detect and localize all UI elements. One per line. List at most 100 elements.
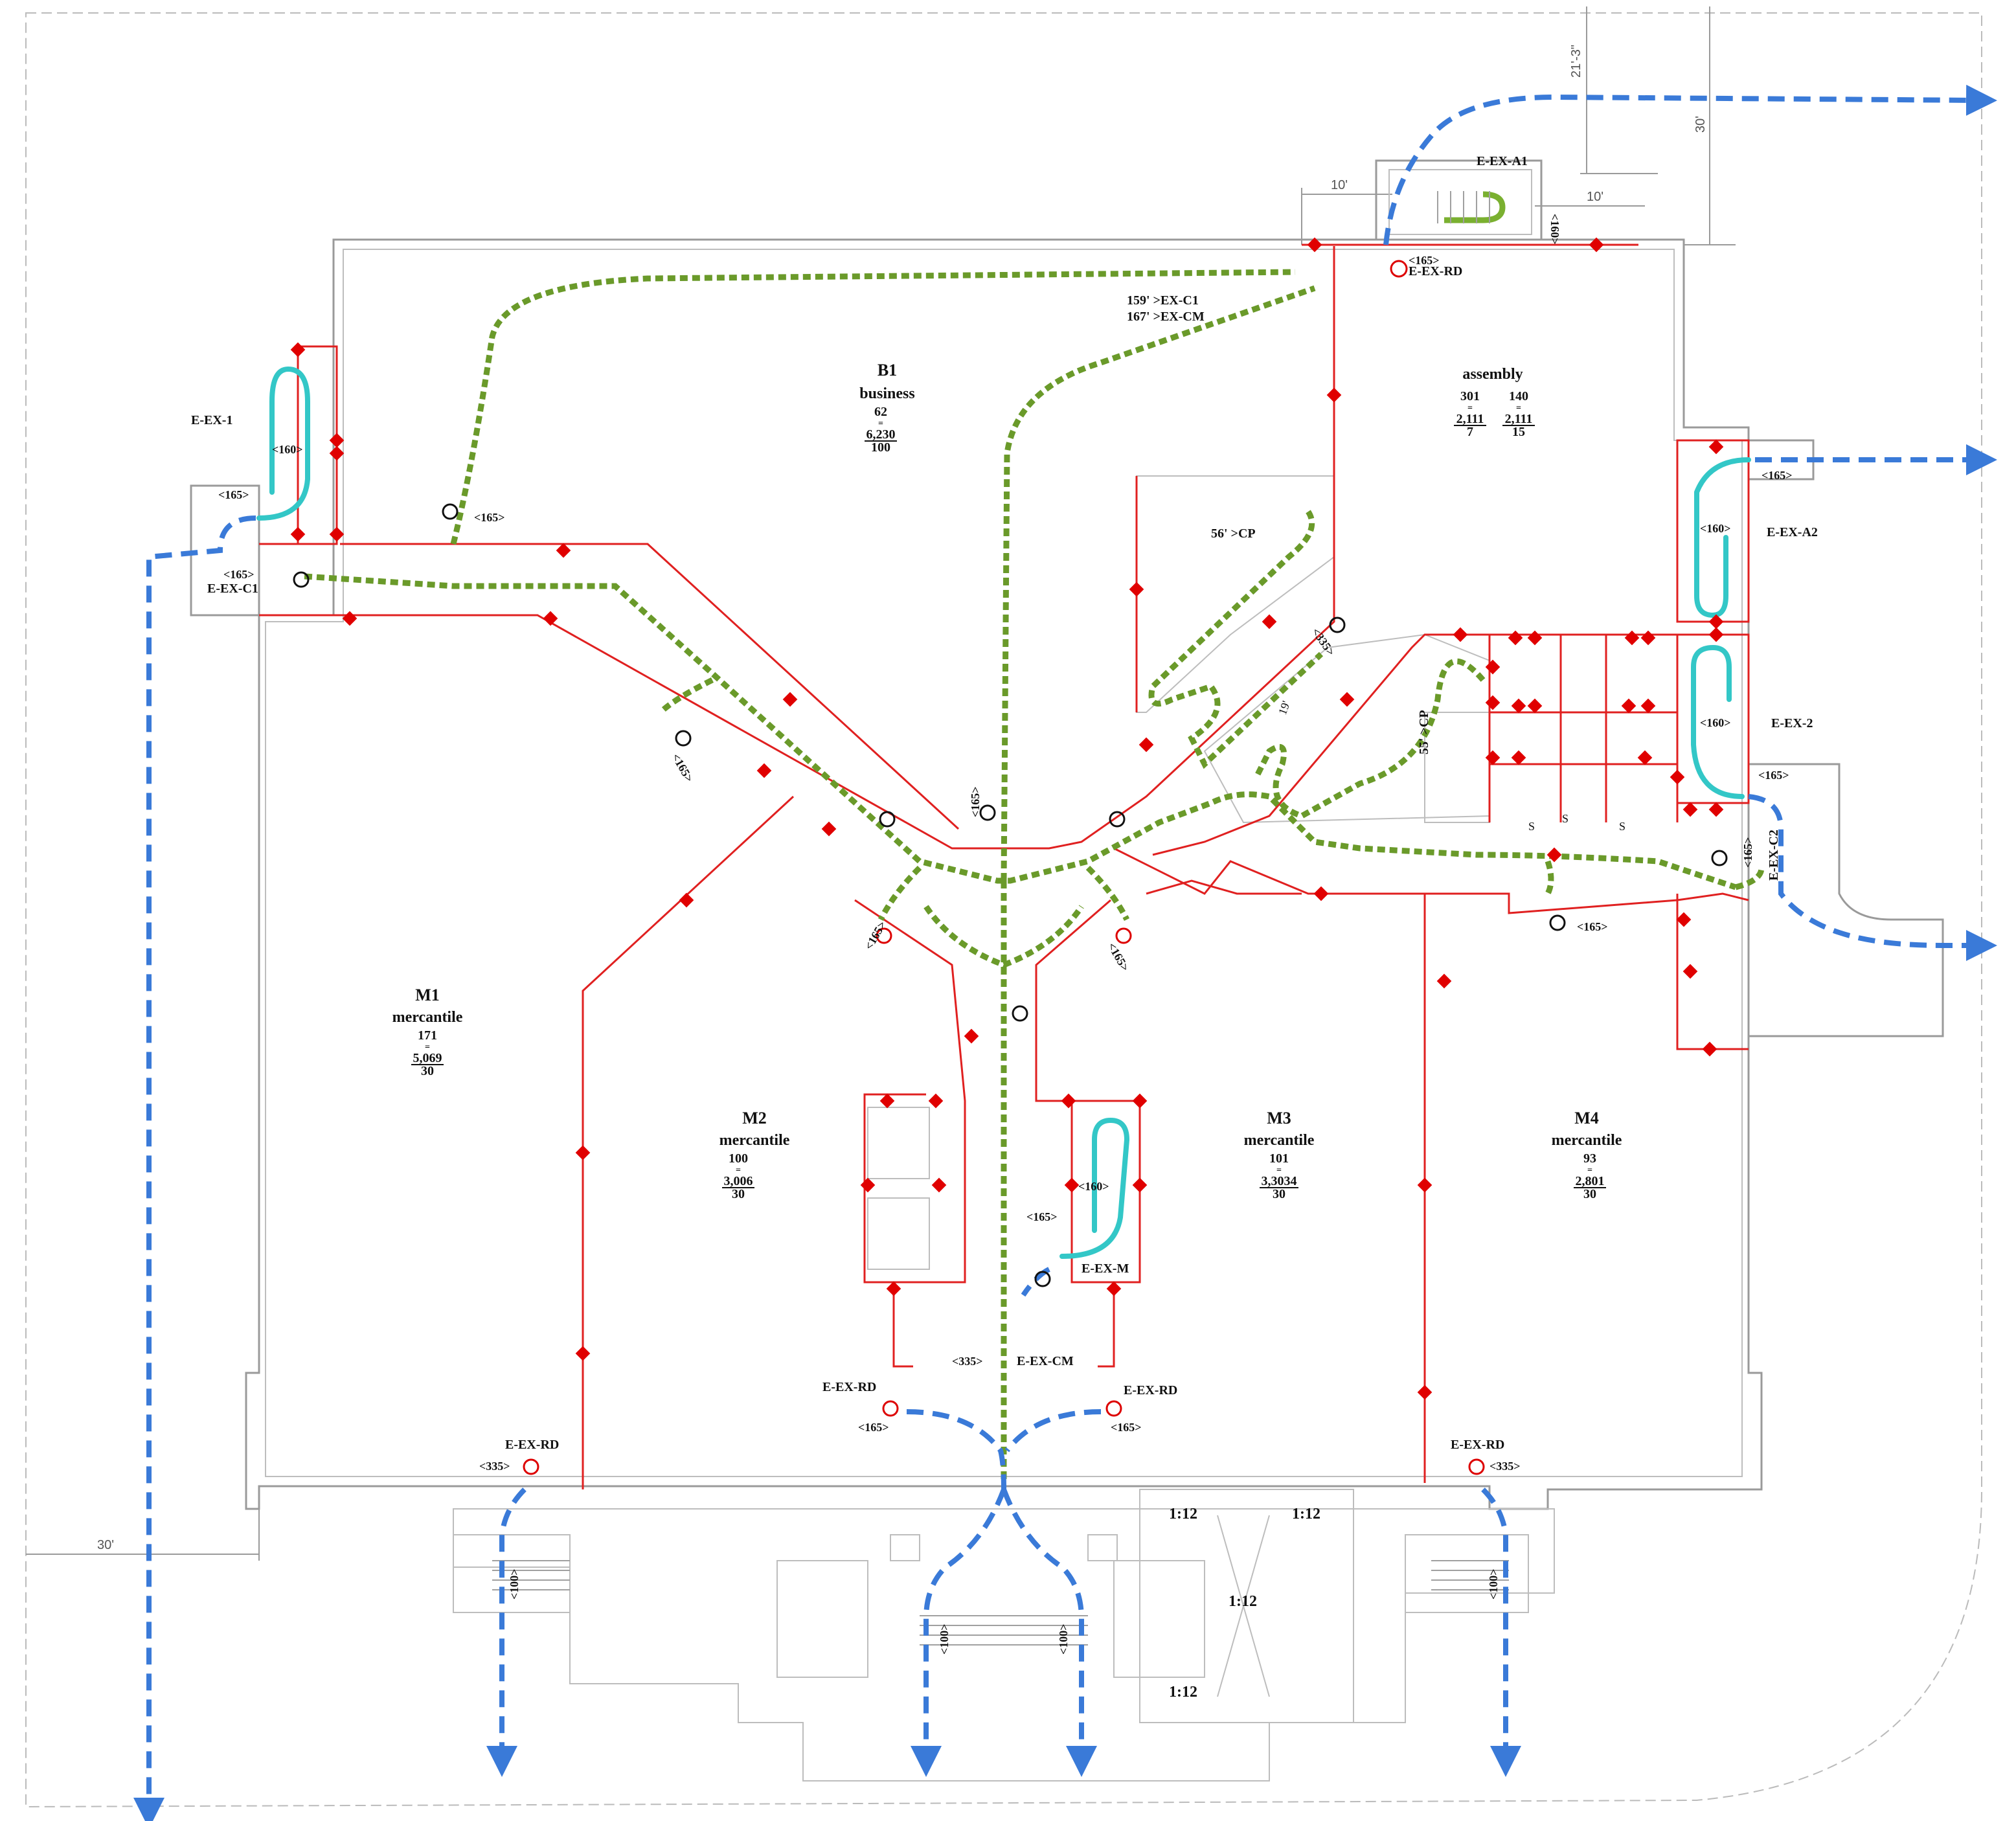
occupant-count: 101 (1269, 1151, 1289, 1166)
rated-opening-marker (1313, 886, 1329, 901)
rated-opening-marker (1708, 627, 1724, 642)
rated-opening-marker (1589, 237, 1604, 253)
restroom-marks: S S S (1528, 812, 1625, 833)
rated-opening-marker (1546, 847, 1562, 863)
load-factor-2: 15 (1512, 425, 1525, 439)
occupant-count: 93 (1583, 1151, 1596, 1166)
rated-opening-marker (964, 1028, 979, 1044)
capacity-label: <100> (1487, 1568, 1500, 1600)
equals-sign: = (878, 419, 883, 429)
load-factor: 7 (1467, 425, 1473, 439)
rated-opening-marker (575, 1346, 591, 1361)
capacity-label: <165> (1409, 254, 1440, 267)
rated-opening-marker (756, 763, 772, 778)
room-name: M2 (742, 1109, 767, 1127)
property-line (25, 12, 1982, 1808)
ramp-slope: 1:12 (1229, 1593, 1257, 1610)
room-use: mercantile (719, 1132, 790, 1149)
exit-label-exm: E-EX-M (1082, 1261, 1129, 1276)
travel-note: 19' (1276, 699, 1293, 717)
capacity-label: <165> (218, 488, 249, 501)
rated-opening-marker (1417, 1385, 1433, 1400)
rated-opening-marker (1702, 1041, 1717, 1057)
travel-note: 55' >CP (1417, 710, 1431, 754)
room-use: mercantile (392, 1009, 463, 1026)
equals-sign: = (1587, 1166, 1592, 1175)
occupant-count: 171 (418, 1028, 437, 1043)
rated-opening-marker (1682, 802, 1698, 817)
rated-opening-marker (1682, 964, 1698, 979)
rated-opening-marker (329, 433, 345, 448)
rated-opening-marker (821, 821, 837, 837)
exit-label-exa2: E-EX-A2 (1767, 525, 1818, 539)
equals-sign-2: = (1516, 403, 1521, 413)
load-factor: 30 (1273, 1187, 1285, 1201)
rated-opening-marker (1485, 695, 1501, 710)
rated-opening-marker (1132, 1093, 1148, 1109)
rated-opening-marker (1508, 630, 1523, 646)
rated-opening-marker (1339, 692, 1355, 707)
rated-opening-marker (1511, 698, 1526, 714)
rated-opening-marker (1064, 1177, 1080, 1193)
rated-opening-marker (1061, 1093, 1076, 1109)
room-m1: M1 mercantile 171 = 5,069 30 (392, 986, 463, 1078)
capacity-label: <165> (1741, 837, 1754, 868)
rated-opening-marker (290, 526, 306, 542)
equals-sign: = (1467, 403, 1473, 413)
area: 6,230 (866, 427, 896, 442)
capacity-label: <160> (272, 443, 303, 456)
restroom-mark: S (1528, 820, 1535, 833)
load-factor: 30 (421, 1064, 434, 1078)
rated-opening-marker (543, 611, 558, 626)
occupant-count: 62 (874, 405, 887, 419)
exit-label-excm: E-EX-CM (1017, 1354, 1074, 1368)
exit-label-exa1: E-EX-A1 (1477, 154, 1528, 168)
rated-opening-marker (928, 1093, 944, 1109)
rated-opening-marker (1640, 630, 1656, 646)
rated-opening-marker (1640, 698, 1656, 714)
room-use: mercantile (1552, 1132, 1622, 1149)
rated-markers (290, 237, 1724, 1400)
rated-opening-marker (1708, 439, 1724, 455)
rated-opening-marker (1708, 614, 1724, 629)
capacity-label: <100> (938, 1623, 951, 1655)
exit-label-exrd-bottom-left: E-EX-RD (505, 1438, 559, 1452)
rated-opening-marker (1637, 750, 1653, 765)
exit-label-ex2: E-EX-2 (1771, 716, 1813, 730)
exit-label-exrd-top: E-EX-RD (1409, 264, 1462, 278)
rated-opening-marker (1485, 750, 1501, 765)
rated-opening-marker (782, 692, 798, 707)
capacity-label: <160> (1548, 214, 1561, 245)
rated-opening-marker (1527, 630, 1543, 646)
rated-opening-marker (1417, 1177, 1433, 1193)
rated-opening-marker (1106, 1281, 1122, 1296)
load-factor: 100 (871, 440, 890, 455)
ramp-slope: 1:12 (1169, 1684, 1197, 1701)
area: 2,111 (1456, 412, 1484, 426)
rated-opening-marker (1262, 614, 1277, 629)
capacity-label: <165> (1577, 920, 1608, 933)
exit-label-exc1: E-EX-C1 (207, 582, 258, 596)
area: 2,801 (1576, 1174, 1605, 1188)
rated-opening-marker (1676, 912, 1692, 927)
rated-opening-marker (1624, 630, 1640, 646)
rated-opening-marker (1708, 802, 1724, 817)
rated-opening-marker (931, 1177, 947, 1193)
equals-sign: = (1276, 1166, 1282, 1175)
capacity-label: <165> (474, 511, 505, 524)
ramp-slope: 1:12 (1292, 1506, 1320, 1522)
room-use: assembly (1462, 366, 1523, 383)
rated-opening-marker (290, 342, 306, 357)
travel-note: 56' >CP (1211, 526, 1256, 541)
exit-label-exrd-bottom-right: E-EX-RD (1451, 1438, 1504, 1452)
room-b1: B1 business 62 = 6,230 100 (859, 361, 914, 455)
exit-sign-symbols (293, 260, 1728, 1475)
room-name: M4 (1574, 1109, 1599, 1127)
travel-notes: 159' >EX-C1 167' >EX-CM 56' >CP 55' >CP … (1127, 293, 1431, 754)
capacity-label: <165> (1026, 1210, 1058, 1223)
rated-opening-marker (329, 446, 345, 461)
capacity-label: <160> (1700, 522, 1731, 535)
rated-opening-marker (1326, 387, 1342, 403)
rated-opening-marker (556, 543, 571, 558)
area: 3,006 (724, 1174, 753, 1188)
